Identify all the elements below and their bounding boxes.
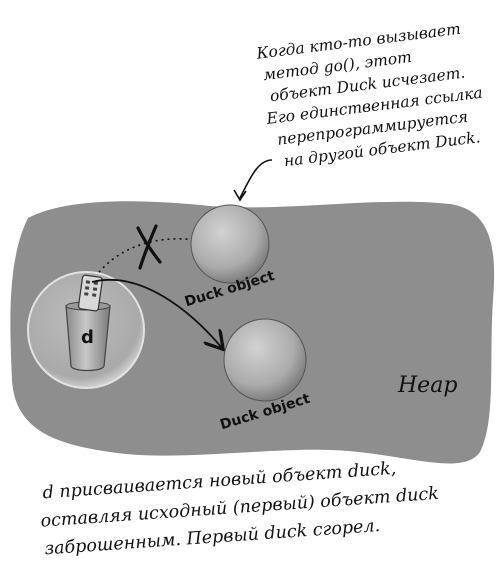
reference-variable-name: d bbox=[81, 327, 94, 348]
callout-arrow-head bbox=[234, 190, 246, 200]
caption-text: d присваивается новый объект duck, остав… bbox=[38, 456, 441, 560]
callout-text: Когда кто-то вызывает метод go(), этот о… bbox=[255, 18, 489, 172]
heap-label: Heap bbox=[397, 373, 457, 398]
duck-object-2 bbox=[224, 319, 306, 401]
